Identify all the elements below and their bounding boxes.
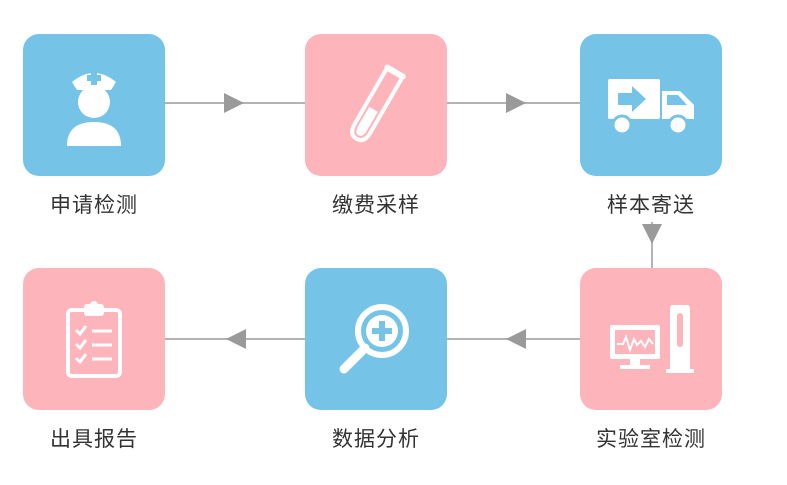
arrow-down-icon [642,224,662,244]
step-tile-report [23,268,165,410]
nurse-icon [67,71,121,146]
arrow-right-icon [506,93,526,113]
lab-equipment-icon [610,305,694,373]
step-tile-apply [23,34,165,176]
arrow-left-icon [506,329,526,349]
step-tile-lab [580,268,722,410]
magnifier-plus-icon [339,304,409,374]
step-tile-payment [305,34,447,176]
delivery-truck-icon [608,79,694,136]
arrow-right-icon [224,93,244,113]
step-label-payment: 缴费采样 [332,193,420,217]
connector-3-4 [651,222,653,268]
arrow-left-icon [226,329,246,349]
step-tile-shipping [580,34,722,176]
step-label-apply: 申请检测 [50,193,138,217]
test-tube-icon [350,64,406,143]
step-label-report: 出具报告 [50,427,138,451]
step-label-lab: 实验室检测 [596,427,706,451]
step-tile-analysis [305,268,447,410]
clipboard-checklist-icon [66,301,122,378]
step-label-shipping: 样本寄送 [607,193,695,217]
step-label-analysis: 数据分析 [332,427,420,451]
